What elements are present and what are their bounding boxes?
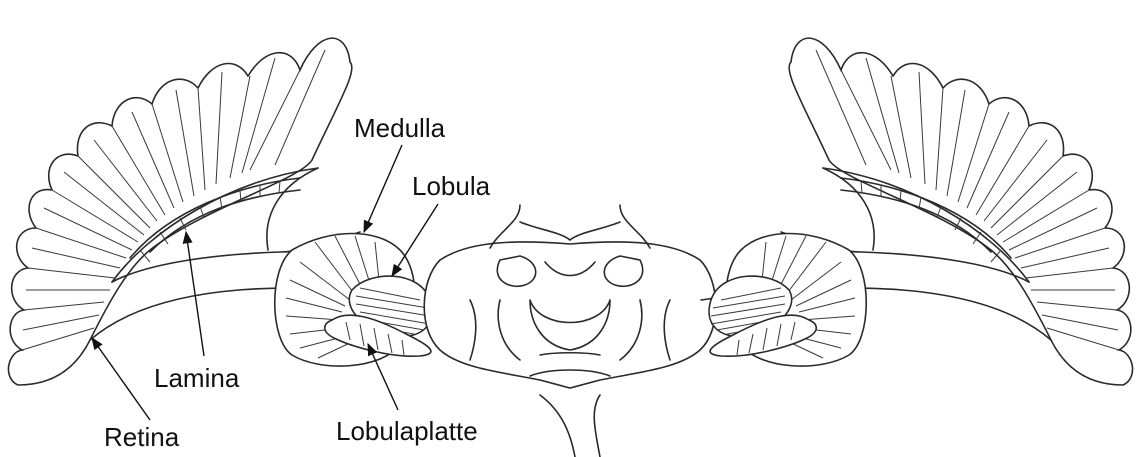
label-lobula: Lobula	[412, 171, 491, 201]
arrow-medulla	[364, 145, 402, 232]
label-lamina: Lamina	[154, 363, 240, 393]
label-retina: Retina	[104, 422, 180, 452]
left-optic-lobe	[8, 38, 440, 385]
label-medulla: Medulla	[354, 113, 446, 143]
arrow-retina	[92, 338, 150, 420]
label-lobulaplatte: Lobulaplatte	[336, 416, 478, 446]
right-optic-lobe	[701, 38, 1133, 385]
arrow-lobula	[392, 204, 438, 276]
